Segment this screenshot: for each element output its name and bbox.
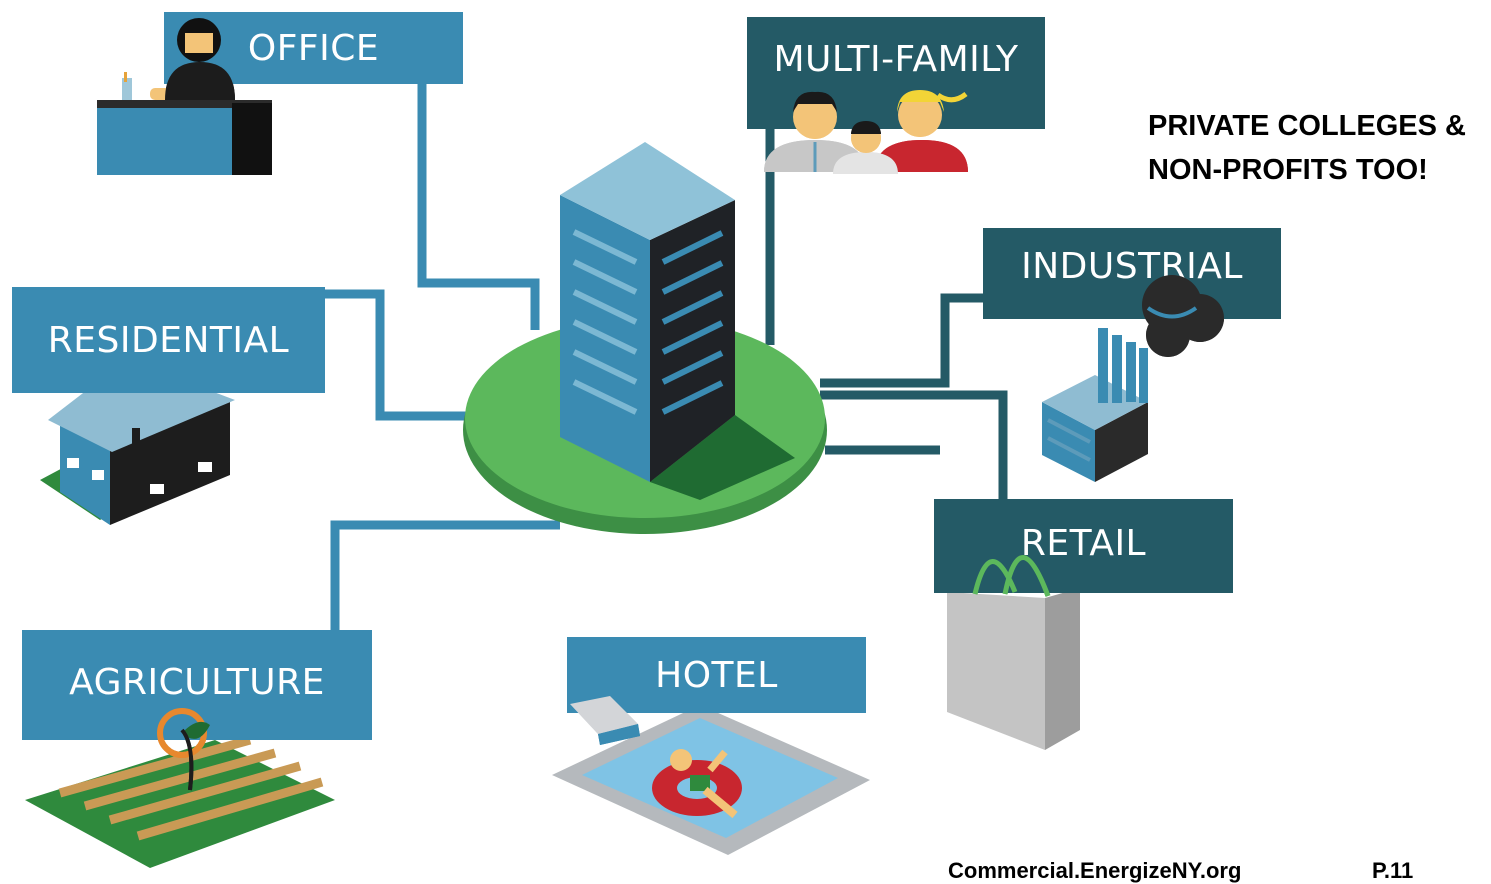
connector-agriculture [330, 520, 560, 640]
label-residential: RESIDENTIAL [12, 287, 325, 393]
field-sprout-icon [25, 708, 335, 868]
footer-page: P.11 [1372, 858, 1414, 883]
label-office-text: OFFICE [247, 27, 380, 69]
label-office: OFFICE [164, 12, 463, 84]
central-building-icon [560, 142, 735, 482]
central-hub [463, 142, 827, 534]
connector-retail-a [820, 390, 1008, 500]
label-hotel: HOTEL [567, 637, 866, 713]
note-text: PRIVATE COLLEGES & NON-PROFITS TOO! [1148, 104, 1488, 192]
note-line-1: PRIVATE COLLEGES & [1148, 110, 1466, 142]
label-agriculture: AGRICULTURE [22, 630, 372, 740]
note-line-2: NON-PROFITS TOO! [1148, 154, 1428, 186]
shopping-bag-icon [947, 555, 1080, 750]
label-industrial: INDUSTRIAL [983, 228, 1281, 319]
label-hotel-text: HOTEL [655, 655, 778, 696]
footer-site: Commercial.EnergizeNY.org [948, 858, 1242, 883]
label-multi-family: MULTI-FAMILY [747, 17, 1045, 129]
label-industrial-text: INDUSTRIAL [1021, 246, 1243, 287]
label-retail-text: RETAIL [1020, 523, 1147, 564]
connector-industrial [820, 293, 985, 388]
connector-office [417, 80, 540, 330]
label-agriculture-text: AGRICULTURE [69, 662, 325, 703]
connector-residential [325, 289, 470, 421]
label-multi-family-text: MULTI-FAMILY [773, 39, 1019, 80]
pool-float-icon [552, 696, 870, 855]
label-residential-text: RESIDENTIAL [47, 319, 290, 361]
label-retail: RETAIL [934, 499, 1233, 593]
